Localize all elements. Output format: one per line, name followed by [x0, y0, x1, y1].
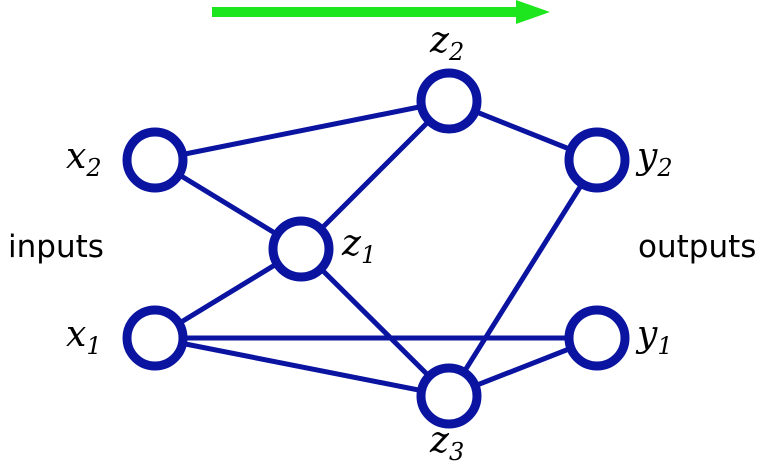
- inputs-label: inputs: [8, 229, 104, 265]
- edge-x2-z2: [152, 98, 452, 163]
- label-z3: z3: [429, 420, 464, 466]
- label-z1: z1: [341, 223, 376, 269]
- node-z1: [268, 216, 334, 282]
- node-z3: [416, 363, 482, 429]
- outputs-label: outputs: [638, 229, 756, 265]
- node-y2: [564, 127, 630, 193]
- node-y1: [564, 305, 630, 371]
- edge-z3-y2: [446, 157, 600, 399]
- nodes: [122, 68, 630, 429]
- edge-z1-z3: [298, 246, 452, 399]
- label-y1: y1: [635, 314, 673, 360]
- node-x2: [122, 127, 188, 193]
- label-y2: y2: [635, 136, 673, 182]
- label-x1: x1: [66, 314, 102, 360]
- edge-z1-z2: [298, 98, 452, 252]
- node-x1: [122, 305, 188, 371]
- edge-x1-z3: [152, 335, 452, 399]
- node-z2: [416, 68, 482, 134]
- flow-arrow-head: [516, 0, 550, 24]
- flow-arrow: [212, 0, 550, 24]
- label-z2: z2: [429, 20, 464, 66]
- label-x2: x2: [66, 136, 102, 182]
